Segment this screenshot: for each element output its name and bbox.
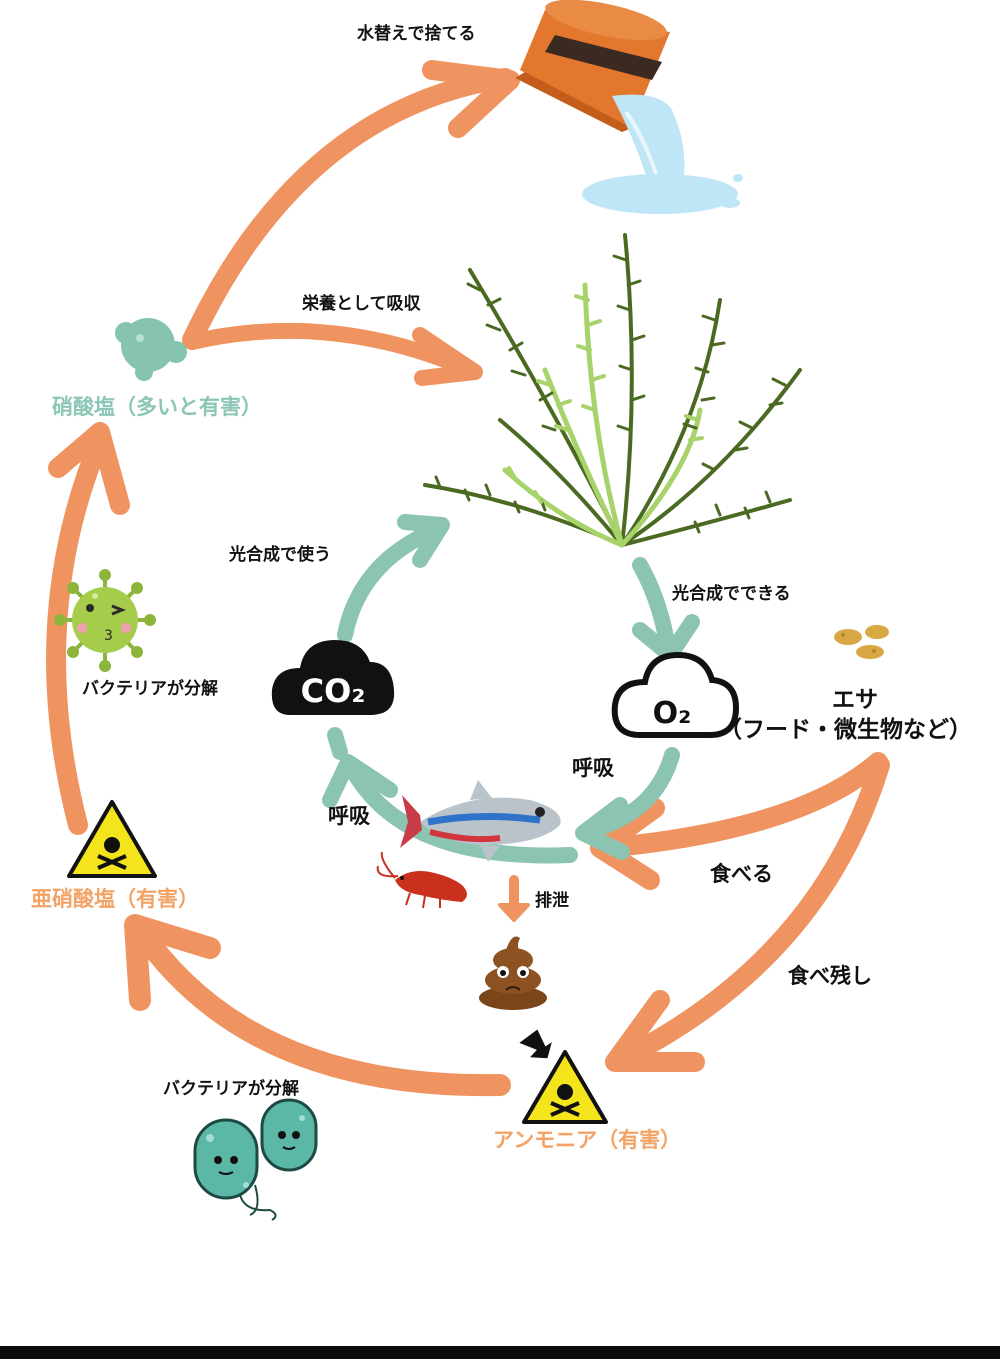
co2-text: CO₂ (301, 672, 366, 710)
poop-icon (479, 936, 547, 1010)
label-water-change: 水替えで捨てる (357, 24, 476, 44)
arrowhead-co2 (322, 754, 398, 808)
label-absorb-nutrient: 栄養として吸収 (302, 294, 421, 314)
label-eat: 食べる (710, 862, 773, 886)
arrow-to-plant (184, 322, 478, 378)
orange-cycle-arrows (46, 60, 890, 1097)
arrowhead-water-change (422, 60, 520, 138)
black-down-arrow-icon (519, 1029, 552, 1059)
arrowhead-nitrite (124, 914, 221, 1011)
label-nitrate: 硝酸塩（多いと有害） (52, 395, 262, 419)
label-leftover: 食べ残し (788, 964, 872, 988)
label-excretion: 排泄 (535, 891, 569, 911)
o2-cloud-icon: O₂ (611, 651, 740, 738)
arrow-ammonia-to-nitrite (129, 919, 511, 1097)
label-bacteria-decompose-top: バクテリアが分解 (82, 679, 218, 699)
label-photosynthesis-use: 光合成で使う (229, 545, 331, 565)
label-nitrite: 亜硝酸塩（有害） (31, 887, 199, 911)
label-photosynthesis-make: 光合成でできる (672, 584, 791, 604)
red-shrimp-icon (376, 851, 467, 909)
label-respiration-left: 呼吸 (328, 804, 370, 828)
label-food-detail: （フード・微生物など） (719, 717, 972, 743)
arrowhead-ammonia (605, 990, 705, 1072)
nitrate-molecule-icon (115, 318, 187, 381)
arrowhead-plant-co2 (397, 514, 450, 568)
pouring-water-icon (582, 94, 743, 214)
arrow-food-to-ammonia (610, 755, 890, 1070)
arrowhead-nitrate (48, 422, 130, 515)
bottom-bar (0, 1346, 1000, 1359)
neon-tetra-fish-icon (400, 780, 561, 862)
arrow-co2-to-plant (337, 520, 448, 643)
nitrite-warning-icon (67, 800, 157, 878)
label-food-title: エサ (832, 687, 878, 713)
arrow-food-to-fish (595, 752, 888, 858)
label-respiration-right: 呼吸 (572, 756, 614, 780)
svg-text:3: 3 (104, 628, 113, 644)
arrow-to-water-change (182, 68, 515, 350)
food-pellets-icon (834, 625, 889, 659)
label-ammonia: アンモニア（有害） (493, 1128, 682, 1152)
arrowhead-fish-o2 (575, 797, 630, 860)
ammonia-warning-icon (522, 1050, 608, 1124)
arrow-co2-dash (327, 727, 348, 760)
aquatic-plant-icon (423, 233, 802, 548)
arrowhead-excretion (498, 903, 530, 922)
arrow-fish-to-co2 (342, 757, 578, 864)
arrowhead-plant (412, 327, 483, 386)
arrow-plant-to-o2 (632, 557, 676, 656)
arrow-nitrite-to-nitrate (46, 430, 110, 835)
co2-cloud-icon: CO₂ (271, 640, 395, 715)
o2-text: O₂ (653, 696, 692, 731)
label-bacteria-decompose-bottom: バクテリアが分解 (163, 1079, 299, 1099)
bottom-bacteria-icon (193, 1098, 318, 1221)
bacteria-virus-icon: 3 (54, 569, 156, 672)
